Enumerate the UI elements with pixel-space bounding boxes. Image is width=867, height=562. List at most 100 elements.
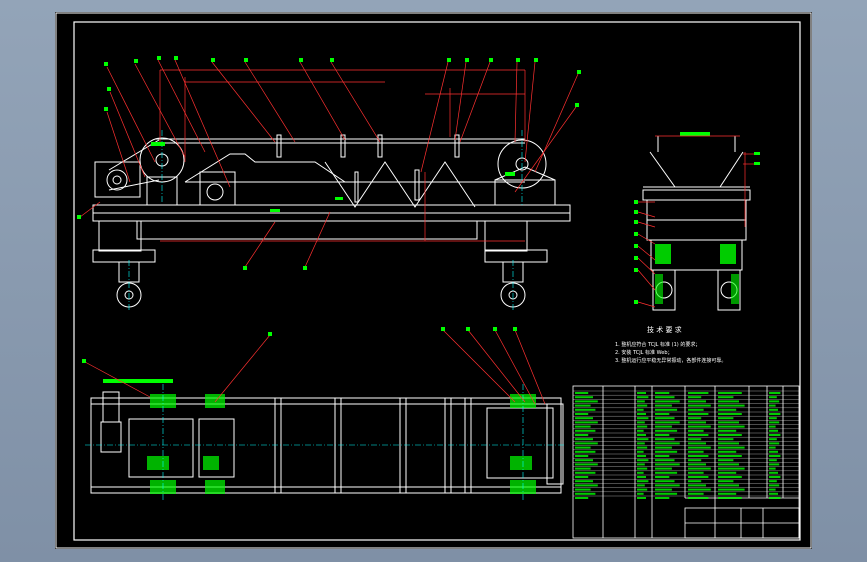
parts-row-text — [655, 400, 680, 403]
parts-row-text — [718, 434, 742, 436]
parts-row-text — [769, 392, 781, 394]
parts-row-text — [575, 455, 589, 457]
parts-row-text — [575, 488, 591, 491]
end-view-callouts — [634, 152, 760, 304]
parts-row-text — [769, 442, 780, 445]
parts-list-table — [572, 385, 800, 539]
parts-row-text — [718, 467, 745, 470]
drawing-canvas: 技 术 要 求 1. 整机应符合 TCJL 标准 (1) 的要求； 2. 安装 … — [55, 12, 812, 549]
parts-row-text — [655, 413, 670, 415]
parts-row-text — [769, 421, 780, 424]
parts-row-text — [688, 471, 704, 474]
parts-row-text — [655, 471, 678, 474]
parts-row-text — [718, 429, 737, 432]
parts-row-text — [637, 476, 646, 478]
parts-row-text — [718, 476, 742, 478]
parts-row-text — [688, 438, 702, 441]
parts-row-text — [718, 463, 739, 466]
parts-row-text — [637, 471, 644, 474]
parts-row-text — [637, 455, 646, 457]
outer-border — [55, 12, 812, 549]
parts-row-text — [637, 450, 644, 453]
parts-row-text — [575, 434, 589, 436]
parts-row-text — [655, 463, 680, 466]
parts-row-text — [718, 442, 739, 445]
parts-row-text — [575, 413, 589, 415]
parts-row-text — [718, 396, 734, 399]
plan-view — [90, 391, 564, 494]
parts-row-text — [718, 455, 742, 457]
parts-row-text — [637, 463, 645, 466]
tech-requirements-title: 技 术 要 求 — [647, 325, 682, 334]
parts-row-text — [575, 484, 598, 487]
parts-row-text — [769, 488, 776, 491]
parts-row-text — [575, 442, 598, 445]
parts-row-text — [575, 408, 596, 411]
parts-row-text — [655, 392, 670, 394]
parts-row-text — [769, 417, 777, 420]
parts-row-text — [575, 492, 596, 495]
parts-row-text — [769, 408, 778, 411]
parts-row-text — [655, 442, 680, 445]
parts-row-text — [575, 438, 593, 441]
parts-row-text — [637, 438, 649, 441]
parts-row-text — [769, 396, 777, 399]
parts-row-text — [718, 471, 737, 474]
parts-row-text — [655, 467, 672, 470]
parts-row-text — [575, 425, 591, 428]
parts-row-text — [688, 421, 706, 424]
parts-row-text — [637, 392, 646, 394]
parts-row-text — [655, 421, 680, 424]
parts-row-text — [718, 413, 742, 415]
parts-row-text — [688, 497, 709, 499]
parts-row-text — [637, 396, 649, 399]
parts-row-text — [575, 476, 589, 478]
parts-row-text — [655, 459, 675, 462]
parts-row-text — [688, 404, 711, 407]
parts-row-text — [655, 434, 670, 436]
parts-row-text — [688, 459, 702, 462]
parts-row-text — [718, 492, 737, 495]
parts-row-text — [637, 434, 646, 436]
parts-row-text — [769, 480, 777, 483]
parts-row-text — [637, 488, 648, 491]
parts-row-text — [688, 413, 709, 415]
parts-row-text — [575, 429, 596, 432]
parts-row-text — [655, 476, 670, 478]
parts-row-text — [769, 438, 777, 441]
parts-row-text — [655, 438, 675, 441]
parts-row-text — [769, 404, 776, 407]
parts-row-text — [769, 484, 780, 487]
parts-row-text — [688, 400, 706, 403]
inner-border — [73, 21, 801, 541]
parts-row-text — [718, 438, 734, 441]
parts-row-text — [655, 396, 675, 399]
parts-row-text — [718, 459, 734, 462]
plan-view-callouts — [82, 327, 517, 363]
parts-row-text — [637, 492, 644, 495]
parts-row-text — [655, 492, 678, 495]
parts-row-text — [718, 446, 745, 449]
parts-row-text — [769, 425, 776, 428]
parts-row-text — [688, 476, 709, 478]
parts-row-text — [769, 463, 780, 466]
parts-row-text — [575, 446, 591, 449]
parts-row-text — [637, 467, 648, 470]
parts-row-text — [769, 492, 778, 495]
parts-row-text — [769, 467, 776, 470]
parts-row-text — [688, 434, 709, 436]
parts-row-text — [718, 404, 745, 407]
tech-requirement-line: 1. 整机应符合 TCJL 标准 (1) 的要求； — [615, 341, 700, 348]
parts-row-text — [688, 467, 711, 470]
parts-row-text — [637, 429, 644, 432]
end-section-view — [642, 136, 751, 311]
drawing-sheet: 技 术 要 求 1. 整机应符合 TCJL 标准 (1) 的要求； 2. 安装 … — [55, 12, 812, 549]
parts-row-text — [637, 484, 645, 487]
parts-row-text — [575, 417, 593, 420]
parts-row-text — [769, 497, 781, 499]
side-view-dimensions — [159, 69, 526, 242]
parts-row-text — [688, 484, 706, 487]
parts-row-text — [655, 488, 672, 491]
parts-row-text — [769, 450, 778, 453]
